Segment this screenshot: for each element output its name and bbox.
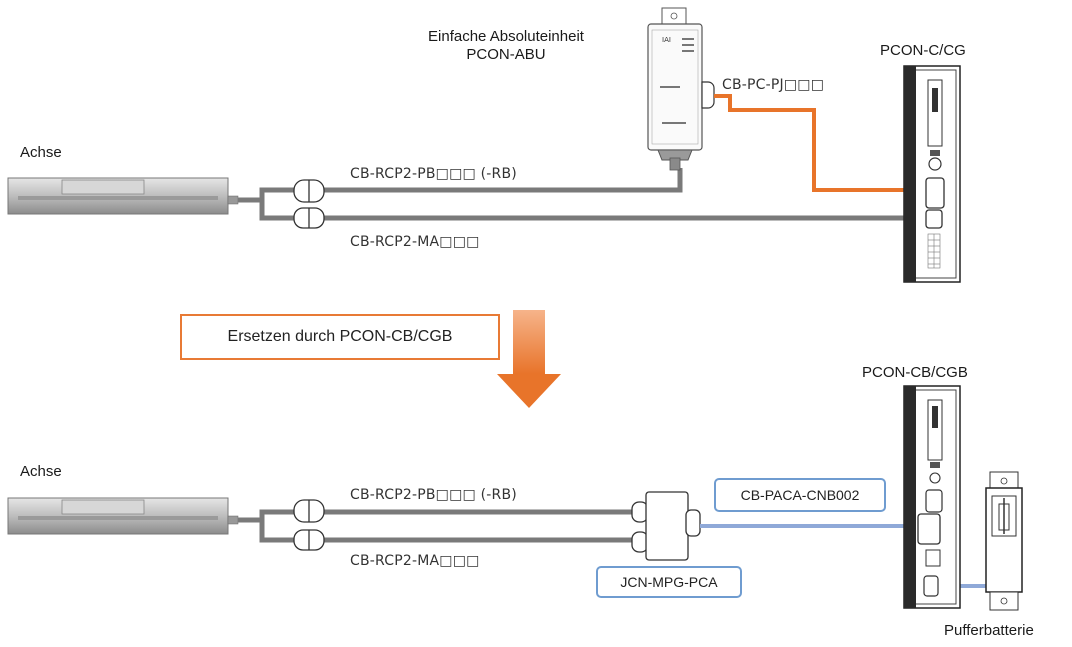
abu-title-line1: Einfache Absoluteinheit: [428, 28, 584, 45]
cable-label-ma-top: CB-RCP2-MA□□□: [350, 234, 480, 250]
cable-label-pb-bottom: CB-RCP2-PB□□□ (-RB): [350, 487, 517, 503]
actuator-axis-bottom: [7, 497, 239, 535]
cable-label-ma-bottom: CB-RCP2-MA□□□: [350, 553, 480, 569]
axis-label-bottom: Achse: [20, 463, 62, 480]
backup-battery-unit: [985, 471, 1023, 611]
replace-arrow: [497, 310, 561, 408]
pcon-c-controller: [903, 65, 961, 283]
controller-label-top: PCON-C/CG: [880, 42, 966, 59]
junction-jcn-mpg-pca: [631, 491, 701, 561]
cable-label-paca-box: CB-PACA-CNB002: [714, 478, 886, 512]
abu-title-line2: PCON-ABU: [466, 46, 546, 63]
abu-title: Einfache Absoluteinheit PCON-ABU: [386, 28, 626, 64]
replace-note-box: Ersetzen durch PCON-CB/CGB: [180, 314, 500, 360]
cable-label-pj: CB-PC-PJ□□□: [722, 77, 825, 93]
cable-connectors-bottom: [293, 499, 325, 551]
cable-label-paca: CB-PACA-CNB002: [740, 487, 860, 503]
junction-label-box: JCN-MPG-PCA: [596, 566, 742, 598]
actuator-axis-top: [7, 177, 239, 215]
orange-cable-pj: [714, 94, 922, 192]
axis-label-top: Achse: [20, 144, 62, 161]
pcon-abu-unit: IAI: [647, 7, 715, 171]
cable-label-pb-top: CB-RCP2-PB□□□ (-RB): [350, 166, 517, 182]
junction-label: JCN-MPG-PCA: [620, 574, 718, 590]
cable-connectors-top: [293, 179, 325, 229]
gray-cables-bottom: [238, 509, 638, 543]
controller-label-bottom: PCON-CB/CGB: [862, 364, 968, 381]
pcon-cb-controller: [903, 385, 961, 609]
battery-label: Pufferbatterie: [944, 622, 1034, 639]
svg-text:IAI: IAI: [662, 36, 671, 44]
gray-cables-top: [238, 168, 936, 221]
replace-note-text: Ersetzen durch PCON-CB/CGB: [227, 328, 453, 345]
